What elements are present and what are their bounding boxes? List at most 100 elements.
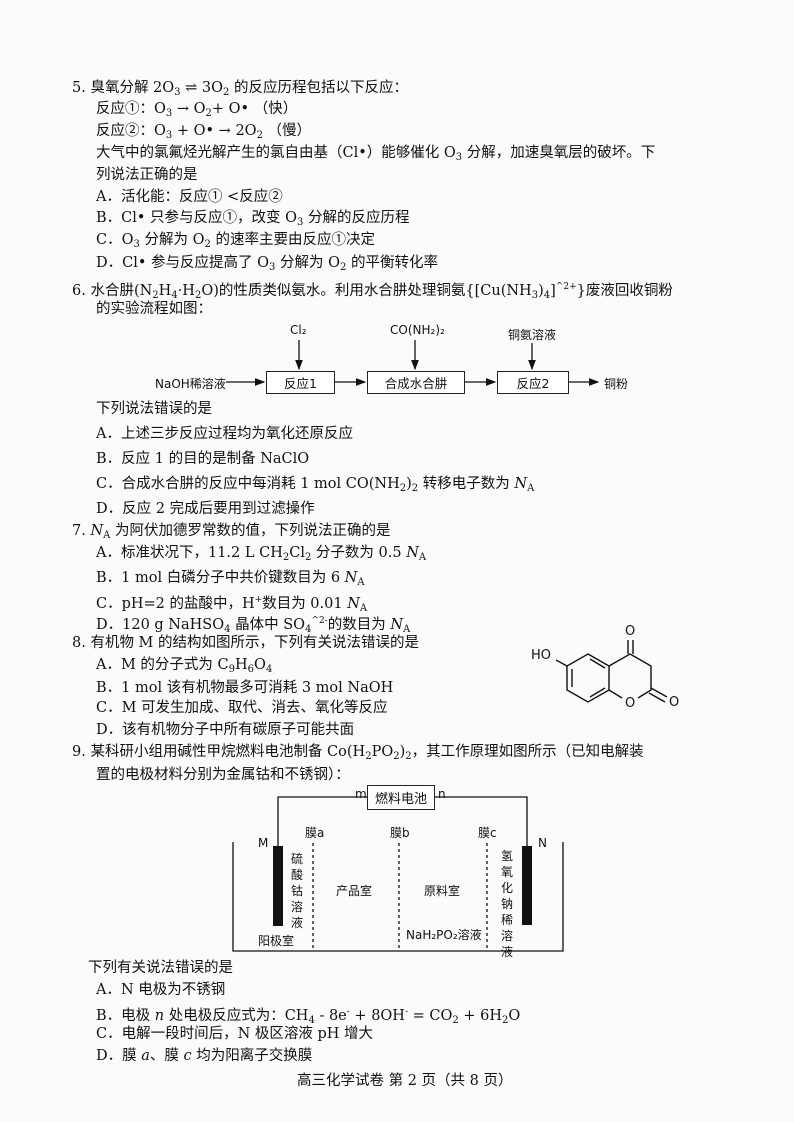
subscript: 6: [247, 664, 255, 675]
flow-box-reaction-2: 反应2: [497, 371, 569, 394]
text-run: ): [399, 744, 406, 760]
q9-option-d: D．膜 a、膜 c 均为阳离子交换膜: [96, 1046, 312, 1066]
text-run: H: [158, 283, 172, 299]
flow-reagent-copper-ammonia: 铜氨溶液: [508, 328, 557, 342]
subscript: 2: [393, 751, 400, 762]
q9-ask: 下列有关说法错误的是: [88, 958, 233, 978]
text-run: 置的电极材料分别为金属钴和不锈钢）：: [96, 767, 350, 783]
text-run: + 6H: [458, 1008, 502, 1024]
text-run: PO: [371, 744, 394, 760]
subscript: 2: [152, 290, 159, 301]
flow-reagent-urea: CO(NH₂)₂: [390, 323, 445, 337]
q7-option-d: D．120 g NaHSO4 晶体中 SO4^2-的数目为 NA: [96, 611, 410, 640]
italic-symbol: N: [90, 523, 104, 539]
text-run: ): [538, 283, 544, 299]
text-run: 分解为 O: [275, 255, 340, 271]
text-run: D．该有机物分子中所有碳原子可能共面: [96, 722, 355, 738]
text-run: H: [235, 657, 248, 673]
text-run: 、膜: [149, 1048, 184, 1064]
flow-output-label: 铜粉: [604, 377, 629, 391]
q7-option-c: C．pH=2 的盐酸中，H+数目为 0.01 NA: [96, 590, 367, 619]
flow-box-reaction-1: 反应1: [266, 371, 335, 394]
terminal-m-label: m: [355, 787, 367, 801]
text-run: A．活化能：反应① <反应②: [96, 189, 283, 205]
text-run: 7.: [72, 523, 91, 539]
feed-room-label: 原料室: [424, 884, 461, 898]
subscript: 2: [304, 552, 312, 563]
subscript: 3: [165, 108, 173, 119]
subscript: 3: [133, 239, 140, 250]
q6-option-d: D．反应 2 完成后要用到过滤操作: [96, 499, 315, 519]
text-run: 分解，加速臭氧层的破坏。下: [462, 145, 656, 161]
text-run: 的平衡转化率: [346, 255, 438, 271]
subscript: A: [403, 624, 411, 635]
anode-room-label: 阳极室: [258, 934, 295, 948]
electrode-m-label: M: [258, 836, 269, 850]
flow-box-synthesis: 合成水合肼: [367, 371, 465, 394]
subscript: 3: [269, 262, 276, 273]
text-run: C．合成水合肼的反应中每消耗 1 mol CO(NH: [96, 476, 400, 492]
q7-option-a: A．标准状况下，11.2 L CH2Cl2 分子数为 0.5 NA: [96, 543, 426, 568]
subscript: 4: [224, 624, 231, 635]
q9-option-b: B．电极 n 处电极反应式为：CH4 - 8e- + 8OH- = CO2 + …: [96, 1002, 520, 1031]
q7-stem: 7. NA 为阿伏加德罗常数的值，下列说法正确的是: [72, 521, 390, 546]
text-run: 6. 水合肼(N: [72, 283, 153, 299]
subscript: 4: [305, 624, 312, 635]
subscript: 3: [531, 290, 539, 301]
italic-symbol: c: [183, 1048, 192, 1064]
flow-input-label: NaOH稀溶液: [155, 377, 226, 391]
text-run: （慢）: [262, 123, 312, 139]
q5-description: 大气中的氯氟烃光解产生的氯自由基（Cl•）能够催化 O3 分解，加速臭氧层的破坏…: [96, 143, 655, 168]
superscript: +: [254, 595, 263, 605]
italic-symbol: N: [406, 545, 419, 561]
text-run: C．pH=2 的盐酸中，H: [96, 596, 255, 612]
text-run: C．O: [96, 232, 134, 248]
q6-option-a: A．上述三步反应过程均为氧化还原反应: [96, 424, 353, 444]
electrode-m: [273, 846, 283, 926]
text-run: 处电极反应式为：CH: [164, 1008, 309, 1024]
text-run: A．标准状况下，11.2 L CH: [96, 545, 283, 561]
text-run: ]: [550, 283, 556, 299]
text-run: 5. 臭氧分解 2O: [72, 80, 175, 96]
text-run: 均为阳离子交换膜: [191, 1048, 313, 1064]
fuel-cell-box: 燃料电池: [367, 785, 435, 810]
text-run: + 8OH: [349, 1008, 405, 1024]
superscript: ^2-: [311, 616, 328, 626]
q5-option-b: B．Cl• 只参与反应①，改变 O3 分解的反应历程: [96, 208, 410, 233]
feed-solution-label: NaH₂PO₂溶液: [406, 928, 482, 942]
subscript: 2: [502, 1015, 509, 1026]
electrode-n-label: N: [538, 836, 547, 850]
membrane-b-label: 膜b: [390, 826, 410, 840]
ketone-oxygen-label: O: [625, 624, 636, 639]
subscript: A: [418, 552, 427, 563]
q8-option-d: D．该有机物分子中所有碳原子可能共面: [96, 720, 354, 740]
text-run: C．M 可发生加成、取代、消去、氧化等反应: [96, 700, 388, 716]
subscript: 4: [171, 290, 178, 301]
text-run: }废液回收铜粉: [576, 283, 673, 299]
text-run: D．120 g NaHSO: [96, 617, 225, 633]
subscript: 2: [411, 483, 419, 494]
subscript: 9: [228, 664, 236, 675]
electrode-n: [522, 846, 532, 925]
italic-symbol: a: [141, 1048, 150, 1064]
text-run: B．1 mol 该有机物最多可消耗 3 mol NaOH: [96, 680, 394, 696]
text-run: ，其工作原理如图所示（已知电解装: [411, 744, 644, 760]
text-run: 分子数为 0.5: [311, 545, 407, 561]
product-room-label: 产品室: [336, 884, 373, 898]
subscript: A: [103, 530, 111, 541]
q9-option-a: A．N 电极为不锈钢: [96, 980, 225, 1000]
text-run: 数目为 0.01: [262, 596, 348, 612]
text-run: 大气中的氯氟烃光解产生的氯自由基（Cl•）能够催化 O: [96, 145, 456, 161]
text-run: 晶体中 SO: [230, 617, 306, 633]
q9-stem: 9. 某科研小组用碱性甲烷燃料电池制备 Co(H2PO2)2，其工作原理如图所示…: [72, 742, 644, 767]
text-run: O: [508, 1008, 521, 1024]
subscript: 2: [205, 108, 212, 119]
q5-option-c: C．O3 分解为 O2 的速率主要由反应①决定: [96, 230, 375, 255]
q6-ask: 下列说法错误的是: [96, 399, 212, 419]
text-run: 8. 有机物 M 的结构如图所示，下列有关说法错误的是: [72, 635, 420, 651]
italic-symbol: N: [344, 570, 358, 586]
page-footer: 高三化学试卷 第 2 页（共 8 页）: [297, 1071, 513, 1091]
italic-symbol: N: [390, 617, 404, 633]
text-run: C．电解一段时间后，N 极区溶液 pH 增大: [96, 1026, 374, 1042]
